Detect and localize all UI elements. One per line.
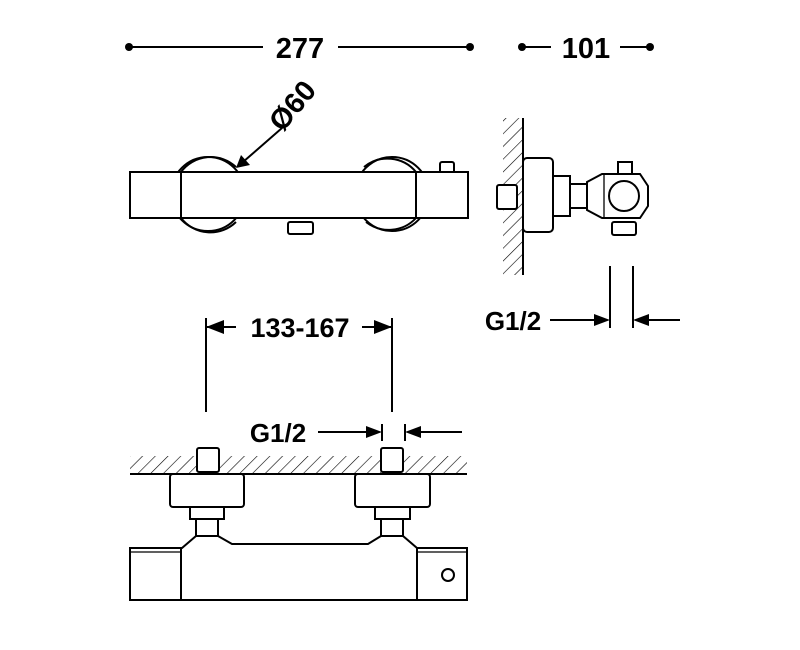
arrowhead-right	[374, 320, 392, 334]
plan-view-mixer	[129, 447, 468, 601]
body-segment	[552, 175, 571, 217]
arrowhead-right	[594, 314, 610, 326]
wall-flange	[522, 157, 554, 233]
outlet-nozzle	[287, 221, 314, 235]
left-connector-nut	[189, 506, 225, 520]
arrowhead-left	[405, 426, 421, 438]
right-connector-neck	[380, 518, 404, 537]
diameter-leader	[242, 127, 283, 163]
lock-button-icon	[441, 568, 455, 582]
body-neck	[569, 183, 588, 209]
leader-arrowhead	[236, 155, 250, 168]
arrowhead-left	[633, 314, 649, 326]
left-connector-neck	[195, 518, 219, 537]
valve-spindle	[608, 180, 640, 212]
wall-hatch	[130, 456, 467, 474]
width-overall-label: 277	[276, 33, 324, 65]
side-view-mixer	[496, 118, 649, 275]
mixer-body-plan	[129, 535, 468, 601]
inlet-spacing-label: 133-167	[250, 313, 349, 343]
depth-overall-label: 101	[562, 33, 610, 65]
thread-bottom-label: G1/2	[250, 418, 306, 448]
front-view-mixer: Ø60	[129, 75, 469, 235]
handle-diameter-label: Ø60	[263, 75, 323, 138]
dim-endpoint-right	[646, 43, 654, 51]
left-eccentric-flange	[169, 473, 245, 508]
arrowhead-right	[366, 426, 382, 438]
dimension-thread-bottom: G1/2	[250, 418, 462, 448]
dimension-depth-101: 101	[518, 33, 654, 65]
wall-connector	[496, 184, 518, 210]
mixer-body-front	[129, 171, 469, 219]
dimension-width-277: 277	[125, 33, 474, 65]
right-eccentric-flange	[354, 473, 431, 508]
dimension-inlet-spacing: 133-167	[205, 313, 393, 412]
dim-endpoint-right	[466, 43, 474, 51]
thread-side-label: G1/2	[485, 306, 541, 336]
bottom-outlet	[611, 221, 637, 236]
dimension-thread-side: G1/2	[485, 266, 680, 336]
top-cap	[617, 161, 633, 175]
right-inlet-stub	[380, 447, 404, 473]
arrowhead-left	[206, 320, 224, 334]
left-inlet-stub	[196, 447, 220, 473]
right-connector-nut	[374, 506, 411, 520]
